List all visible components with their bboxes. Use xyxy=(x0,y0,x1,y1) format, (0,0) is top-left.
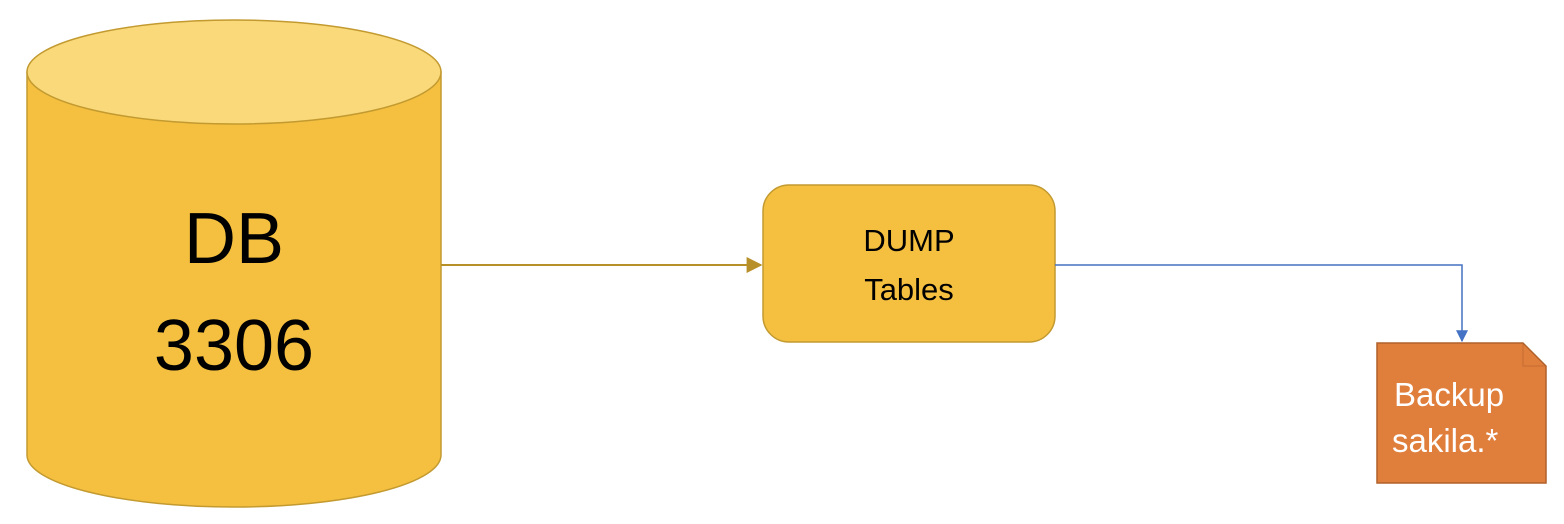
backup-file-fold xyxy=(1522,343,1546,367)
dump-tables-label-line2: Tables xyxy=(864,272,954,307)
database-label-line1: DB xyxy=(184,199,284,279)
backup-file[interactable]: Backup sakila.* xyxy=(1376,342,1547,484)
backup-file-shape xyxy=(1376,342,1547,484)
dump-tables-box[interactable]: DUMP Tables xyxy=(762,184,1056,343)
database-cylinder[interactable]: DB 3306 xyxy=(26,19,442,508)
database-top xyxy=(26,19,442,125)
dump-tables-label-line1: DUMP xyxy=(863,223,954,258)
dump-tables-rect xyxy=(762,184,1056,343)
backup-file-label-line2: sakila.* xyxy=(1392,422,1499,459)
database-body xyxy=(26,71,442,508)
connector-dump-to-backup xyxy=(1055,264,1468,343)
backup-file-label-line1: Backup xyxy=(1394,376,1504,413)
database-label-line2: 3306 xyxy=(154,306,314,386)
